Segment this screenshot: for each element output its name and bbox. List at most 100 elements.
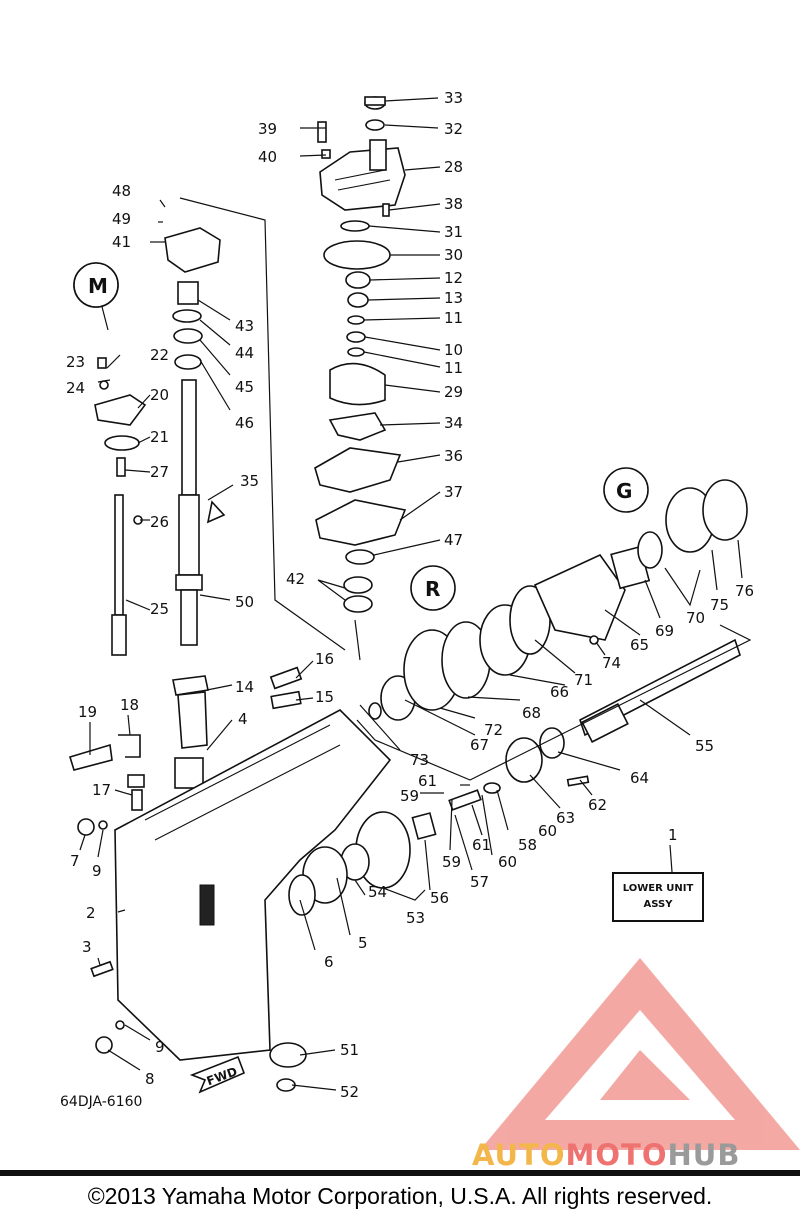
callout-71: 71 xyxy=(574,671,593,689)
callout-65: 65 xyxy=(630,636,649,654)
copyright-text: ©2013 Yamaha Motor Corporation, U.S.A. A… xyxy=(87,1183,713,1209)
gear-assembly xyxy=(269,479,748,1092)
callout-66: 66 xyxy=(550,683,569,701)
callout-58: 58 xyxy=(518,836,537,854)
callout-57: 57 xyxy=(470,873,489,891)
fwd-arrow-icon: FWD xyxy=(189,1055,246,1094)
shift-rod-assembly xyxy=(68,262,147,836)
callout-15: 15 xyxy=(315,688,334,706)
callout-6: 6 xyxy=(324,953,334,971)
callout-67: 67 xyxy=(470,736,489,754)
drive-shaft-column xyxy=(164,227,303,789)
callout-74: 74 xyxy=(602,654,621,672)
callout-21: 21 xyxy=(150,428,169,446)
callout-53: 53 xyxy=(406,909,425,927)
callout-51: 51 xyxy=(340,1041,359,1059)
callout-26: 26 xyxy=(150,513,169,531)
grease-mark-m: M xyxy=(88,274,108,298)
callout-36: 36 xyxy=(444,447,463,465)
callout-7: 7 xyxy=(70,852,80,870)
callout-50: 50 xyxy=(235,593,254,611)
callout-56: 56 xyxy=(430,889,449,907)
callout-49: 49 xyxy=(112,210,131,228)
callout-29: 29 xyxy=(444,383,463,401)
callout-43: 43 xyxy=(235,317,254,335)
grease-mark-g: G xyxy=(616,479,632,503)
callout-35: 35 xyxy=(240,472,259,490)
callout-37: 37 xyxy=(444,483,463,501)
exploded-parts-diagram: M R G FWD 33 32 39 40 28 38 31 30 12 13 … xyxy=(66,89,800,1150)
callout-68: 68 xyxy=(522,704,541,722)
callout-75: 75 xyxy=(710,596,729,614)
callout-60a: 60 xyxy=(538,822,557,840)
callout-62: 62 xyxy=(588,796,607,814)
callout-33: 33 xyxy=(444,89,463,107)
callout-31: 31 xyxy=(444,223,463,241)
callout-19: 19 xyxy=(78,703,97,721)
callout-42: 42 xyxy=(286,570,305,588)
brand-part-auto: AUTO xyxy=(472,1138,566,1172)
callout-8: 8 xyxy=(145,1070,155,1088)
callout-11a: 11 xyxy=(444,309,463,327)
grease-mark-r: R xyxy=(425,577,440,601)
callout-10: 10 xyxy=(444,341,463,359)
callout-9a: 9 xyxy=(92,862,102,880)
callout-70: 70 xyxy=(686,609,705,627)
callout-39: 39 xyxy=(258,120,277,138)
water-pump-stack xyxy=(314,96,407,613)
callout-55: 55 xyxy=(695,737,714,755)
callout-45: 45 xyxy=(235,378,254,396)
callout-24: 24 xyxy=(66,379,85,397)
callout-25: 25 xyxy=(150,600,169,618)
callout-16: 16 xyxy=(315,650,334,668)
callout-32: 32 xyxy=(444,120,463,138)
lower-casing xyxy=(90,709,392,1061)
callout-59b: 59 xyxy=(442,853,461,871)
callout-63: 63 xyxy=(556,809,575,827)
callout-20: 20 xyxy=(150,386,169,404)
brand-part-moto: MOTO xyxy=(565,1138,668,1172)
brand-part-hub: HUB xyxy=(667,1138,741,1172)
callout-1: 1 xyxy=(668,826,678,844)
grease-mark-icons: M R G xyxy=(73,262,649,611)
callout-3: 3 xyxy=(82,938,92,956)
callout-23: 23 xyxy=(66,353,85,371)
watermark-brand: AUTOMOTOHUB xyxy=(472,1138,740,1172)
callout-11b: 11 xyxy=(444,359,463,377)
callout-48: 48 xyxy=(112,182,131,200)
callout-9b: 9 xyxy=(155,1038,165,1056)
callout-17: 17 xyxy=(92,781,111,799)
callout-30: 30 xyxy=(444,246,463,264)
callout-22: 22 xyxy=(150,346,169,364)
callout-46: 46 xyxy=(235,414,254,432)
callout-73: 73 xyxy=(410,751,429,769)
callout-numbers: 33 32 39 40 28 38 31 30 12 13 11 10 11 2… xyxy=(66,89,754,1101)
callout-60b: 60 xyxy=(498,853,517,871)
leader-lines xyxy=(79,97,752,1091)
callout-13: 13 xyxy=(444,289,463,307)
lower-unit-assy-box: LOWER UNIT ASSY xyxy=(612,872,704,922)
callout-41: 41 xyxy=(112,233,131,251)
callout-38: 38 xyxy=(444,195,463,213)
callout-52: 52 xyxy=(340,1083,359,1101)
callout-44: 44 xyxy=(235,344,254,362)
callout-61a: 61 xyxy=(418,772,437,790)
diagram-code: 64DJA-6160 xyxy=(60,1094,143,1110)
callout-4: 4 xyxy=(238,710,248,728)
callout-72: 72 xyxy=(484,721,503,739)
callout-28: 28 xyxy=(444,158,463,176)
callout-18: 18 xyxy=(120,696,139,714)
callout-69: 69 xyxy=(655,622,674,640)
watermark-logo-icon xyxy=(480,958,800,1150)
callout-2: 2 xyxy=(86,904,96,922)
callout-61b: 61 xyxy=(472,836,491,854)
callout-64: 64 xyxy=(630,769,649,787)
callout-12: 12 xyxy=(444,269,463,287)
assy-label-line1: LOWER UNIT xyxy=(622,883,694,894)
callout-5: 5 xyxy=(358,934,368,952)
callout-76: 76 xyxy=(735,582,754,600)
callout-54: 54 xyxy=(368,883,387,901)
callout-59a: 59 xyxy=(400,787,419,805)
assy-label-line2: ASSY xyxy=(643,899,673,910)
copyright-footer: ©2013 Yamaha Motor Corporation, U.S.A. A… xyxy=(0,1170,800,1217)
